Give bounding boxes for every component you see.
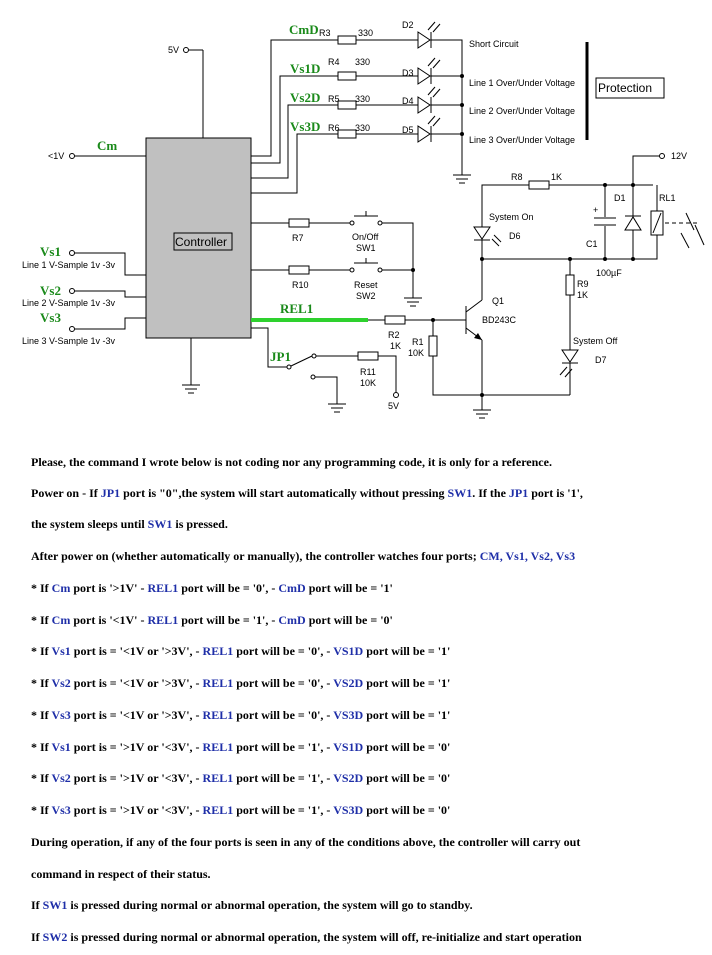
svg-text:R8: R8	[511, 172, 523, 182]
svg-text:D1: D1	[614, 193, 626, 203]
svg-text:D3: D3	[402, 68, 414, 78]
svg-text:R7: R7	[292, 233, 304, 243]
svg-text:330: 330	[358, 28, 373, 38]
svg-text:R3: R3	[319, 28, 331, 38]
svg-text:BD243C: BD243C	[482, 315, 517, 325]
rule-row: * If Vs2 port is = '<1V or '>3V', - REL1…	[31, 676, 451, 690]
port-vs2d: Vs2D	[290, 90, 320, 105]
port-cmd: CmD	[289, 22, 319, 37]
svg-text:Line 1 Over/Under Voltage: Line 1 Over/Under Voltage	[469, 78, 575, 88]
svg-text:Line 2 Over/Under Voltage: Line 2 Over/Under Voltage	[469, 106, 575, 116]
svg-text:R6: R6	[328, 123, 340, 133]
note-p7: If SW1 is pressed during normal or abnor…	[31, 898, 473, 912]
svg-text:100µF: 100µF	[596, 268, 622, 278]
led-d6	[473, 226, 502, 247]
led-d2	[417, 21, 441, 49]
led-d4	[417, 86, 441, 114]
port-jp1: JP1	[270, 349, 291, 364]
svg-text:R9: R9	[577, 279, 589, 289]
rule-row: * If Vs2 port is = '>1V or '<3V', - REL1…	[31, 771, 451, 785]
svg-text:D6: D6	[509, 231, 521, 241]
input-lt1v: <1V	[48, 151, 64, 161]
svg-text:System Off: System Off	[573, 336, 618, 346]
svg-text:330: 330	[355, 94, 370, 104]
svg-text:R2: R2	[388, 330, 400, 340]
svg-text:330: 330	[355, 123, 370, 133]
svg-text:C1: C1	[586, 239, 598, 249]
rl1: RL1	[659, 193, 676, 203]
port-cm: Cm	[97, 138, 117, 153]
schematic-diagram: Controller Protection 5V <1V Cm Vs1 Line…	[22, 20, 705, 419]
port-rel1: REL1	[280, 301, 313, 316]
rule-row: * If Vs1 port is = '>1V or '<3V', - REL1…	[31, 740, 451, 754]
rule-row: * If Cm port is '>1V' - REL1 port will b…	[31, 581, 393, 595]
svg-text:Line 3 Over/Under Voltage: Line 3 Over/Under Voltage	[469, 135, 575, 145]
note-p2: Power on - If JP1 port is "0",the system…	[31, 486, 583, 500]
q1: Q1	[492, 296, 504, 306]
led-d3	[417, 57, 441, 85]
note-p1: Please, the command I wrote below is not…	[31, 455, 552, 469]
port-vs1d: Vs1D	[290, 61, 320, 76]
led-d7	[559, 349, 579, 378]
svg-text:System On: System On	[489, 212, 534, 222]
protection-box	[595, 77, 665, 99]
rule-row: * If Vs1 port is = '<1V or '>3V', - REL1…	[31, 644, 451, 658]
note-p3: the system sleeps until SW1 is pressed.	[31, 517, 228, 531]
svg-text:D2: D2	[402, 20, 414, 30]
note-p6: command in respect of their status.	[31, 867, 211, 881]
svg-text:10K: 10K	[408, 348, 424, 358]
port-vs2: Vs2	[40, 283, 61, 298]
controller-label: Controller	[175, 235, 227, 249]
svg-text:R1: R1	[412, 337, 424, 347]
sw1-label: On/Off	[352, 232, 379, 242]
svg-text:D5: D5	[402, 125, 414, 135]
sw2-label: Reset	[354, 280, 378, 290]
svg-text:12V: 12V	[671, 151, 687, 161]
rule-row: * If Cm port is '<1V' - REL1 port will b…	[31, 613, 393, 627]
port-vs3d: Vs3D	[290, 119, 320, 134]
sw1: SW1	[356, 243, 376, 253]
note-p5: During operation, if any of the four por…	[31, 835, 581, 849]
line1-sample: Line 1 V-Sample 1v -3v	[22, 260, 116, 270]
controller-block	[145, 137, 252, 339]
svg-text:330: 330	[355, 57, 370, 67]
svg-text:R10: R10	[292, 280, 309, 290]
svg-text:5V: 5V	[388, 401, 399, 411]
line2-sample: Line 2 V-Sample 1v -3v	[22, 298, 116, 308]
svg-text:D4: D4	[402, 96, 414, 106]
port-vs1: Vs1	[40, 244, 61, 259]
rule-row: * If Vs3 port is = '>1V or '<3V', - REL1…	[31, 803, 451, 817]
led-d5	[417, 115, 441, 143]
svg-text:1K: 1K	[551, 172, 562, 182]
svg-text:D7: D7	[595, 355, 607, 365]
svg-text:1K: 1K	[390, 341, 401, 351]
line3-sample: Line 3 V-Sample 1v -3v	[22, 336, 116, 346]
svg-text:1K: 1K	[577, 290, 588, 300]
note-p8: If SW2 is pressed during normal or abnor…	[31, 930, 582, 944]
svg-text:10K: 10K	[360, 378, 376, 388]
svg-text:R4: R4	[328, 57, 340, 67]
svg-text:Short Circuit: Short Circuit	[469, 39, 519, 49]
note-p4: After power on (whether automatically or…	[31, 549, 576, 563]
sw2: SW2	[356, 291, 376, 301]
svg-text:R11: R11	[360, 367, 376, 377]
svg-text:+: +	[593, 205, 598, 215]
input-5v: 5V	[168, 45, 179, 55]
svg-text:R5: R5	[328, 94, 340, 104]
protection-label: Protection	[598, 81, 652, 95]
rule-row: * If Vs3 port is = '<1V or '>3V', - REL1…	[31, 708, 451, 722]
port-vs3: Vs3	[40, 310, 61, 325]
